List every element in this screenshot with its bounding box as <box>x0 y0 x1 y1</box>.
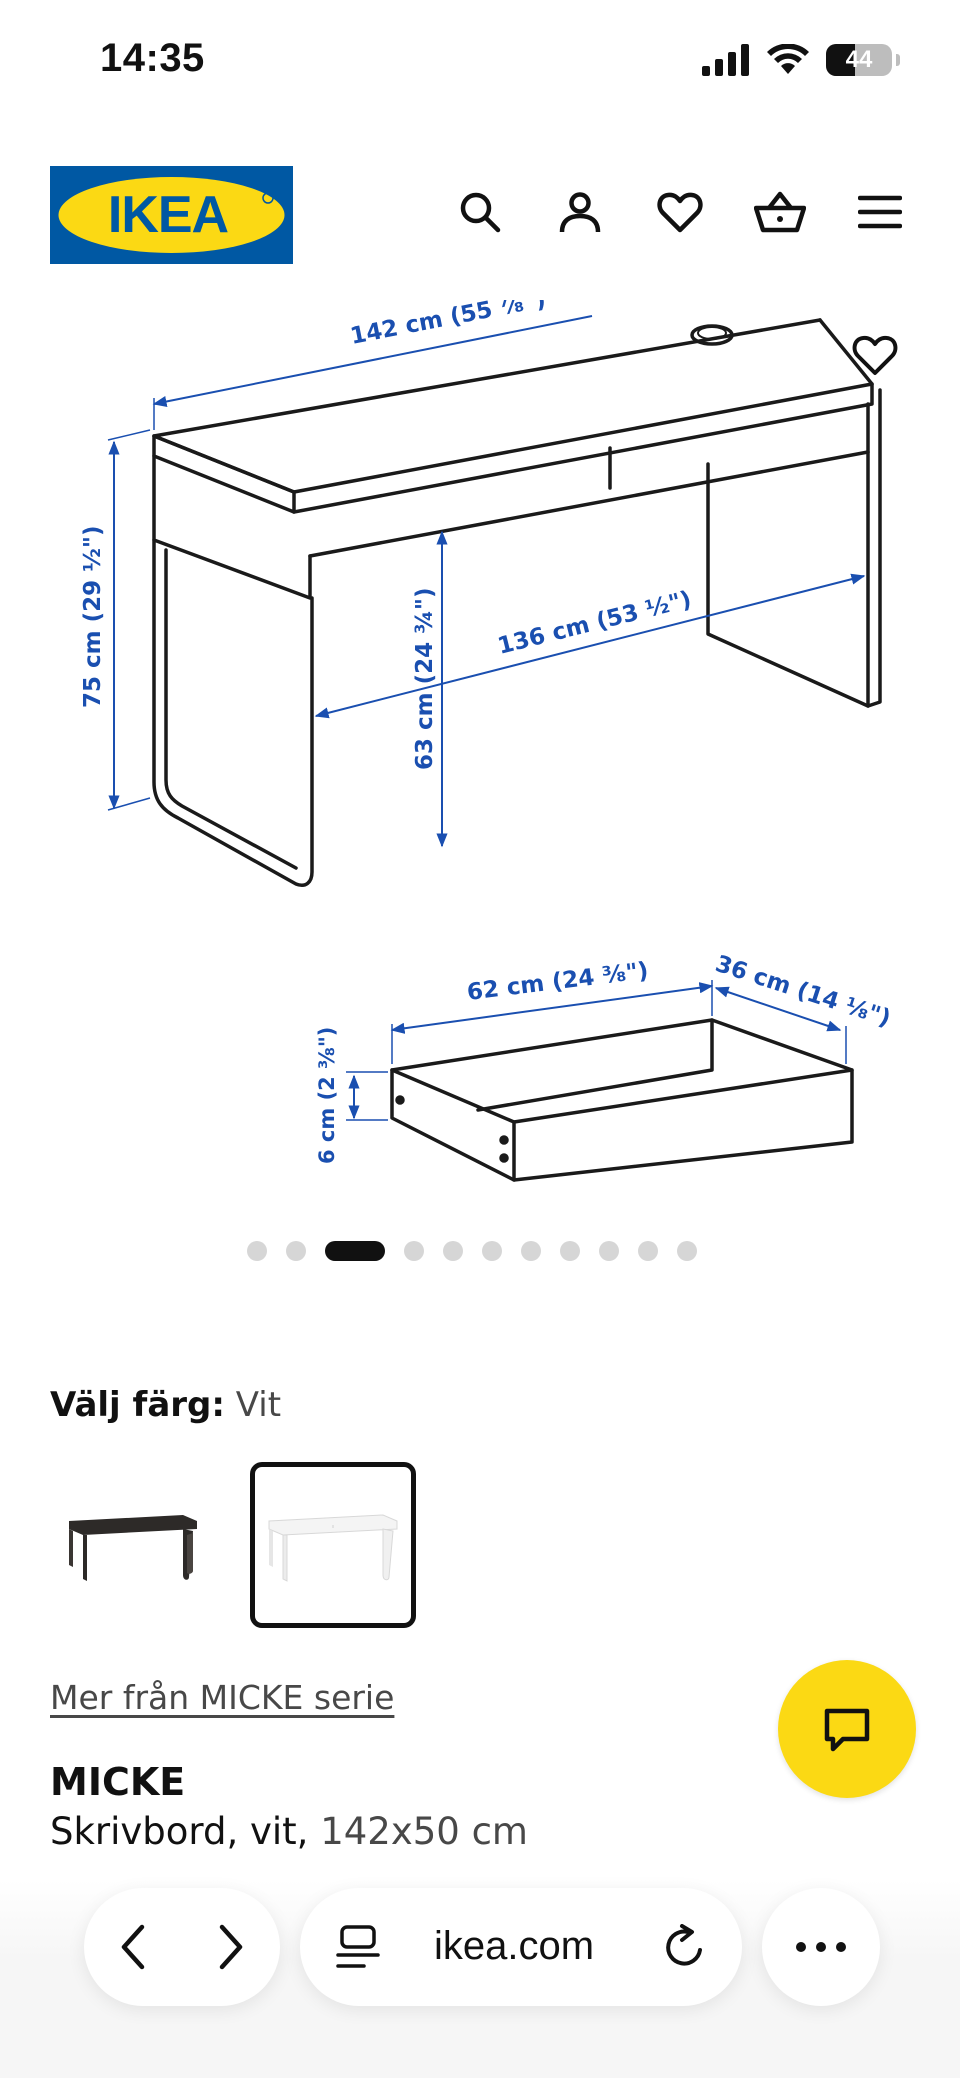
user-icon <box>559 192 601 233</box>
search-icon <box>460 192 501 233</box>
battery-level: 44 <box>845 46 873 73</box>
product-description: Skrivbord, vit, 142x50 cm <box>50 1810 528 1853</box>
chevron-right-icon <box>219 1924 243 1970</box>
menu-button[interactable] <box>850 182 910 242</box>
battery-nub <box>896 54 900 66</box>
dimension-inner-width: 136 cm (53 ½") <box>495 587 694 660</box>
dimension-width: 142 cm (55 ⅞") <box>348 300 548 350</box>
header-actions <box>450 182 910 242</box>
carousel-dot[interactable] <box>482 1241 502 1261</box>
color-select-label: Välj färg: Vit <box>50 1385 281 1425</box>
product-image-gallery[interactable]: 142 cm (55 ⅞") 75 cm (29 ½") 63 cm (24 ¾… <box>0 300 960 1200</box>
menu-icon <box>858 195 902 229</box>
carousel-dot[interactable] <box>443 1241 463 1261</box>
swatch-black-brown[interactable] <box>50 1462 216 1628</box>
ikea-logo[interactable]: IKEA <box>50 166 293 264</box>
desk-thumbnail-white <box>268 1514 398 1582</box>
cart-button[interactable] <box>750 182 810 242</box>
back-button[interactable] <box>103 1917 163 1977</box>
dimension-drawer-height: 6 cm (2 ⅜") <box>315 1027 339 1164</box>
product-name: MICKE <box>50 1760 186 1804</box>
dimension-inner-height: 63 cm (24 ¾") <box>412 588 438 770</box>
carousel-dot[interactable] <box>247 1241 267 1261</box>
browser-toolbar: ikea.com <box>0 1880 960 2078</box>
more-button[interactable] <box>762 1888 880 2006</box>
dimension-height: 75 cm (29 ½") <box>80 526 106 708</box>
color-value: Vit <box>235 1385 282 1425</box>
product-type: Skrivbord, vit, <box>50 1810 321 1853</box>
color-label: Välj färg: <box>50 1385 225 1425</box>
color-swatches <box>50 1462 416 1628</box>
carousel-dot-active[interactable] <box>325 1241 385 1261</box>
chat-button[interactable] <box>778 1660 916 1798</box>
dimension-drawing: 142 cm (55 ⅞") 75 cm (29 ½") 63 cm (24 ¾… <box>80 300 894 1182</box>
wifi-icon <box>767 44 809 74</box>
forward-button[interactable] <box>201 1917 261 1977</box>
carousel-dot[interactable] <box>521 1241 541 1261</box>
heart-icon <box>657 192 703 233</box>
series-link[interactable]: Mer från MICKE serie <box>50 1678 395 1717</box>
chevron-left-icon <box>121 1924 145 1970</box>
carousel-dot[interactable] <box>599 1241 619 1261</box>
desk-thumbnail-black <box>69 1515 197 1581</box>
chat-icon <box>824 1708 870 1752</box>
site-header: IKEA <box>0 160 960 270</box>
swatch-white[interactable] <box>250 1462 416 1628</box>
reader-mode-icon[interactable] <box>336 1924 380 1970</box>
url-text: ikea.com <box>434 1924 595 1968</box>
status-time: 14:35 <box>100 36 205 80</box>
reload-icon[interactable] <box>662 1924 706 1970</box>
carousel-dot[interactable] <box>404 1241 424 1261</box>
cart-icon <box>754 191 806 233</box>
carousel-dot[interactable] <box>286 1241 306 1261</box>
search-button[interactable] <box>450 182 510 242</box>
add-to-favourites-button[interactable] <box>830 310 920 400</box>
carousel-dot[interactable] <box>677 1241 697 1261</box>
carousel-indicator[interactable] <box>0 1241 952 1261</box>
heart-icon <box>852 335 898 375</box>
dimension-drawer-depth: 36 cm (14 ⅛") <box>712 951 894 1032</box>
account-button[interactable] <box>550 182 610 242</box>
address-bar[interactable]: ikea.com <box>300 1888 742 2006</box>
favourites-button[interactable] <box>650 182 710 242</box>
more-dots-icon <box>796 1942 846 1952</box>
carousel-dot[interactable] <box>638 1241 658 1261</box>
signal-icon <box>702 44 749 76</box>
logo-text: IKEA <box>108 186 229 244</box>
browser-nav <box>84 1888 280 2006</box>
status-icons: 44 <box>702 44 900 76</box>
carousel-dot[interactable] <box>560 1241 580 1261</box>
product-size: 142x50 cm <box>320 1810 528 1853</box>
battery-fill <box>826 44 856 76</box>
battery-indicator: 44 <box>826 44 892 76</box>
status-bar: 14:35 44 <box>0 0 960 120</box>
